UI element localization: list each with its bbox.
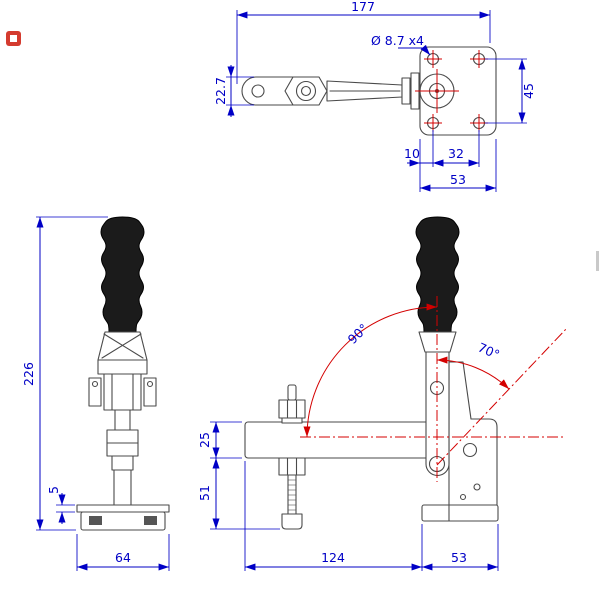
angle-arc-70 xyxy=(436,356,510,390)
lower-block xyxy=(111,455,134,471)
pivot-block xyxy=(97,359,148,375)
front-view: 226 5 64 xyxy=(21,216,170,571)
top-view-dimensions: 177 Ø 8.7 x4 22.7 45 10 32 53 xyxy=(213,0,536,192)
handle-grip xyxy=(415,216,460,333)
side-view: 90° 70° 25 51 124 53 xyxy=(197,216,568,571)
column xyxy=(113,469,132,506)
dim-edge-to-hole: 10 xyxy=(404,146,420,161)
slide-rod xyxy=(114,409,131,431)
clamping-arm xyxy=(244,421,447,459)
hole-note: Ø 8.7 x4 xyxy=(371,33,424,48)
open-position-centerline xyxy=(436,327,568,466)
watermark-logo xyxy=(6,31,21,46)
spindle-foot xyxy=(281,513,303,530)
linkage-plates xyxy=(103,373,142,411)
angle-arc-90 xyxy=(303,303,438,438)
bracket-base xyxy=(421,504,499,522)
dim-base-thickness: 5 xyxy=(46,486,61,494)
bracket-hole xyxy=(462,442,478,458)
dim-hole-spacing-h: 32 xyxy=(448,146,464,161)
dim-length: 177 xyxy=(351,0,375,14)
bar-end-hole xyxy=(251,84,265,98)
scrollbar-sliver[interactable] xyxy=(596,251,599,271)
angle-label-90: 90° xyxy=(345,321,371,347)
front-view-geometry xyxy=(76,216,170,531)
front-view-dimensions: 226 5 64 xyxy=(21,216,170,571)
side-view-geometry xyxy=(244,216,499,530)
dim-arm-height: 25 xyxy=(197,432,212,448)
dim-total-height: 226 xyxy=(21,362,36,386)
handle-grip xyxy=(100,216,145,333)
spindle xyxy=(278,384,306,530)
base-slot xyxy=(89,516,102,525)
side-view-dimensions: 25 51 124 53 xyxy=(197,421,499,571)
dim-base-width: 64 xyxy=(115,550,131,565)
bar-end xyxy=(241,76,297,106)
bracket-body xyxy=(448,361,498,506)
angle-label-70: 70° xyxy=(476,340,502,363)
dim-bar-height: 22.7 xyxy=(213,77,228,105)
base-plate xyxy=(76,504,170,513)
base-slot xyxy=(144,516,157,525)
dim-arm-reach: 124 xyxy=(321,550,345,565)
clevis-plate xyxy=(401,77,411,105)
side-ear xyxy=(143,377,157,407)
dim-hole-spacing-v: 45 xyxy=(521,83,536,99)
small-hole xyxy=(459,493,467,501)
small-hole xyxy=(473,483,481,491)
top-view: 177 Ø 8.7 x4 22.7 45 10 32 53 xyxy=(213,0,536,192)
nut-hole xyxy=(300,85,312,97)
side-ear xyxy=(88,377,102,407)
dim-base-depth: 53 xyxy=(451,550,467,565)
dim-plate-width: 53 xyxy=(450,172,466,187)
dim-spindle-drop: 51 xyxy=(197,485,212,501)
